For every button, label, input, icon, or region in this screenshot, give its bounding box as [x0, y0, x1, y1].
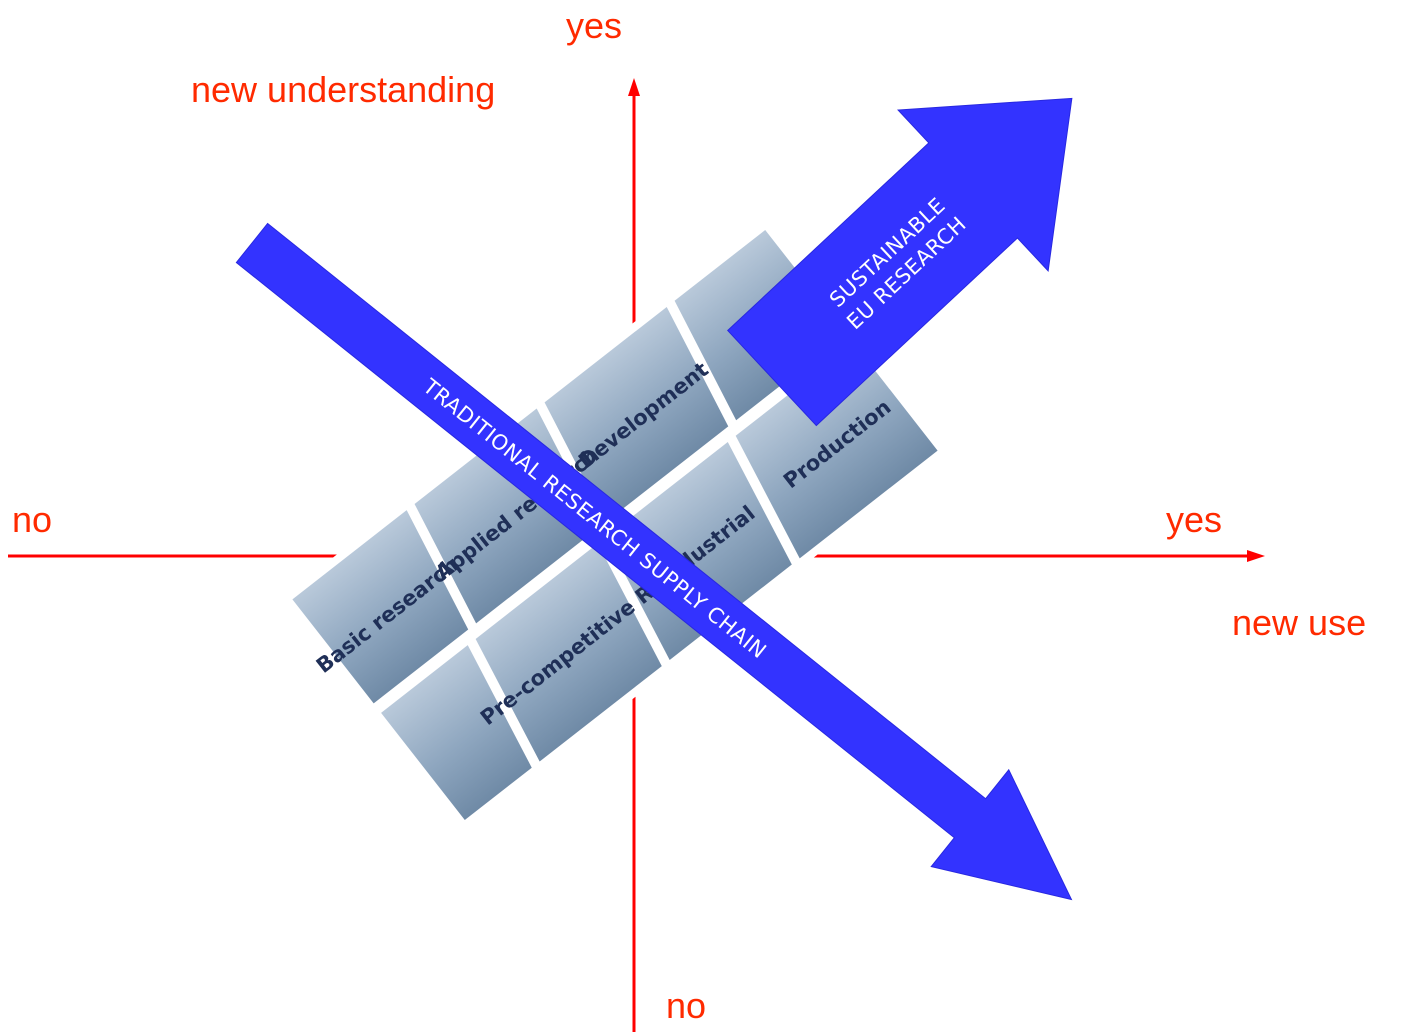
horizontal-axis-arrowhead: [1247, 550, 1265, 562]
vertical-axis-title: new understanding: [191, 69, 496, 110]
horizontal-axis-yes-label: yes: [1166, 499, 1223, 540]
stair-row-bottom: [381, 343, 938, 821]
sustainable-arrow-shape: [726, 97, 1073, 427]
horizontal-axis-title: new use: [1232, 602, 1367, 643]
vertical-axis-no-label: no: [666, 985, 707, 1026]
vertical-axis-arrowhead: [628, 78, 640, 96]
vertical-axis-yes-label: yes: [566, 5, 623, 46]
stair-tile: [735, 343, 938, 559]
traditional-arrow-shape: [235, 222, 1073, 901]
stair-tile: [544, 306, 729, 522]
stair-tile: [605, 441, 792, 660]
horizontal-axis-no-label: no: [12, 499, 53, 540]
stair-tile: [381, 645, 532, 821]
stair-tile: [292, 510, 469, 704]
stair-tile: [475, 543, 662, 762]
